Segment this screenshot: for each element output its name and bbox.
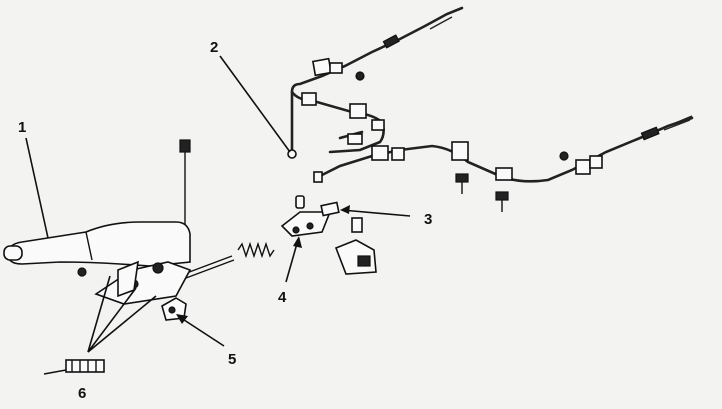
leader-line-5 <box>177 315 225 347</box>
cable-equalizer <box>280 195 377 275</box>
callout-6: 6 <box>78 385 86 402</box>
leader-line-4 <box>285 239 299 283</box>
callout-labels: 1 2 3 4 5 6 <box>18 39 432 402</box>
leader-line-6b <box>87 287 137 353</box>
callout-5: 5 <box>228 351 236 368</box>
leader-line-1 <box>25 137 49 239</box>
arrowhead-3 <box>340 205 350 214</box>
arrowhead-4 <box>293 236 302 248</box>
callout-4: 4 <box>278 289 287 306</box>
leader-lines <box>25 55 411 353</box>
rear-brake-cable-assembly <box>287 6 694 183</box>
hand-brake-lever <box>3 139 275 305</box>
leader-line-6a <box>87 275 111 353</box>
leader-line-3 <box>341 209 411 217</box>
warning-switch <box>43 359 105 375</box>
leader-line-6c <box>87 295 157 353</box>
callout-1: 1 <box>18 119 26 136</box>
cable-clip <box>161 297 187 321</box>
callout-2: 2 <box>210 39 218 56</box>
mounting-hardware <box>355 71 569 212</box>
callout-3: 3 <box>424 211 432 228</box>
leader-line-2 <box>219 55 291 153</box>
arrowhead-5 <box>176 314 188 324</box>
